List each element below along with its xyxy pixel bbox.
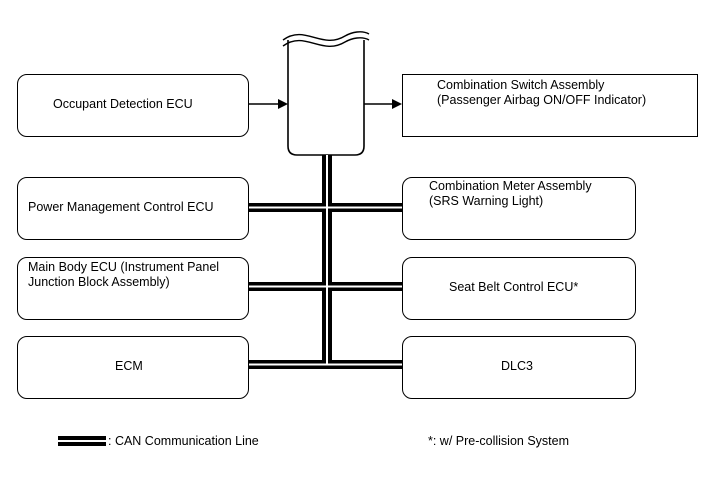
occupant-detection-ecu-box: Occupant Detection ECU	[17, 74, 249, 137]
combination-meter-label-line1: Combination Meter Assembly	[429, 179, 592, 193]
seat-belt-control-ecu-box: Seat Belt Control ECU*	[402, 257, 636, 320]
arrow-occupant-to-ecu	[249, 99, 288, 109]
legend-footnote: *: w/ Pre-collision System	[428, 434, 570, 448]
combination-meter-box: Combination Meter Assembly (SRS Warning …	[402, 177, 636, 240]
can-branch-row3	[249, 360, 402, 369]
combination-switch-box: Combination Switch Assembly (Passenger A…	[402, 74, 698, 137]
arrow-ecu-to-combination-switch	[364, 99, 402, 109]
can-bus-branches	[249, 155, 402, 369]
main-body-ecu-label-line1: Main Body ECU (Instrument Panel	[28, 260, 220, 274]
combination-switch-label-line1: Combination Switch Assembly	[437, 78, 605, 92]
center-ecu-shape	[282, 31, 370, 156]
dlc3-box: DLC3	[402, 336, 636, 399]
main-body-ecu-box: Main Body ECU (Instrument Panel Junction…	[17, 257, 249, 320]
combination-meter-label-line2: (SRS Warning Light)	[429, 194, 544, 208]
ecm-label: ECM	[115, 359, 143, 373]
can-branch-row1	[249, 203, 402, 212]
legend-can-line-label: : CAN Communication Line	[108, 434, 259, 448]
seat-belt-control-ecu-label: Seat Belt Control ECU*	[449, 280, 579, 294]
can-branch-row2	[249, 282, 402, 291]
combination-switch-label-line2: (Passenger Airbag ON/OFF Indicator)	[437, 93, 647, 107]
occupant-detection-ecu-label: Occupant Detection ECU	[53, 97, 193, 111]
dlc3-label: DLC3	[501, 359, 533, 373]
legend-can-line-symbol	[58, 436, 106, 446]
power-management-ecu-box: Power Management Control ECU	[17, 177, 249, 240]
power-management-ecu-label: Power Management Control ECU	[28, 200, 214, 214]
ecm-box: ECM	[17, 336, 249, 399]
main-body-ecu-label-line2: Junction Block Assembly)	[28, 275, 170, 289]
